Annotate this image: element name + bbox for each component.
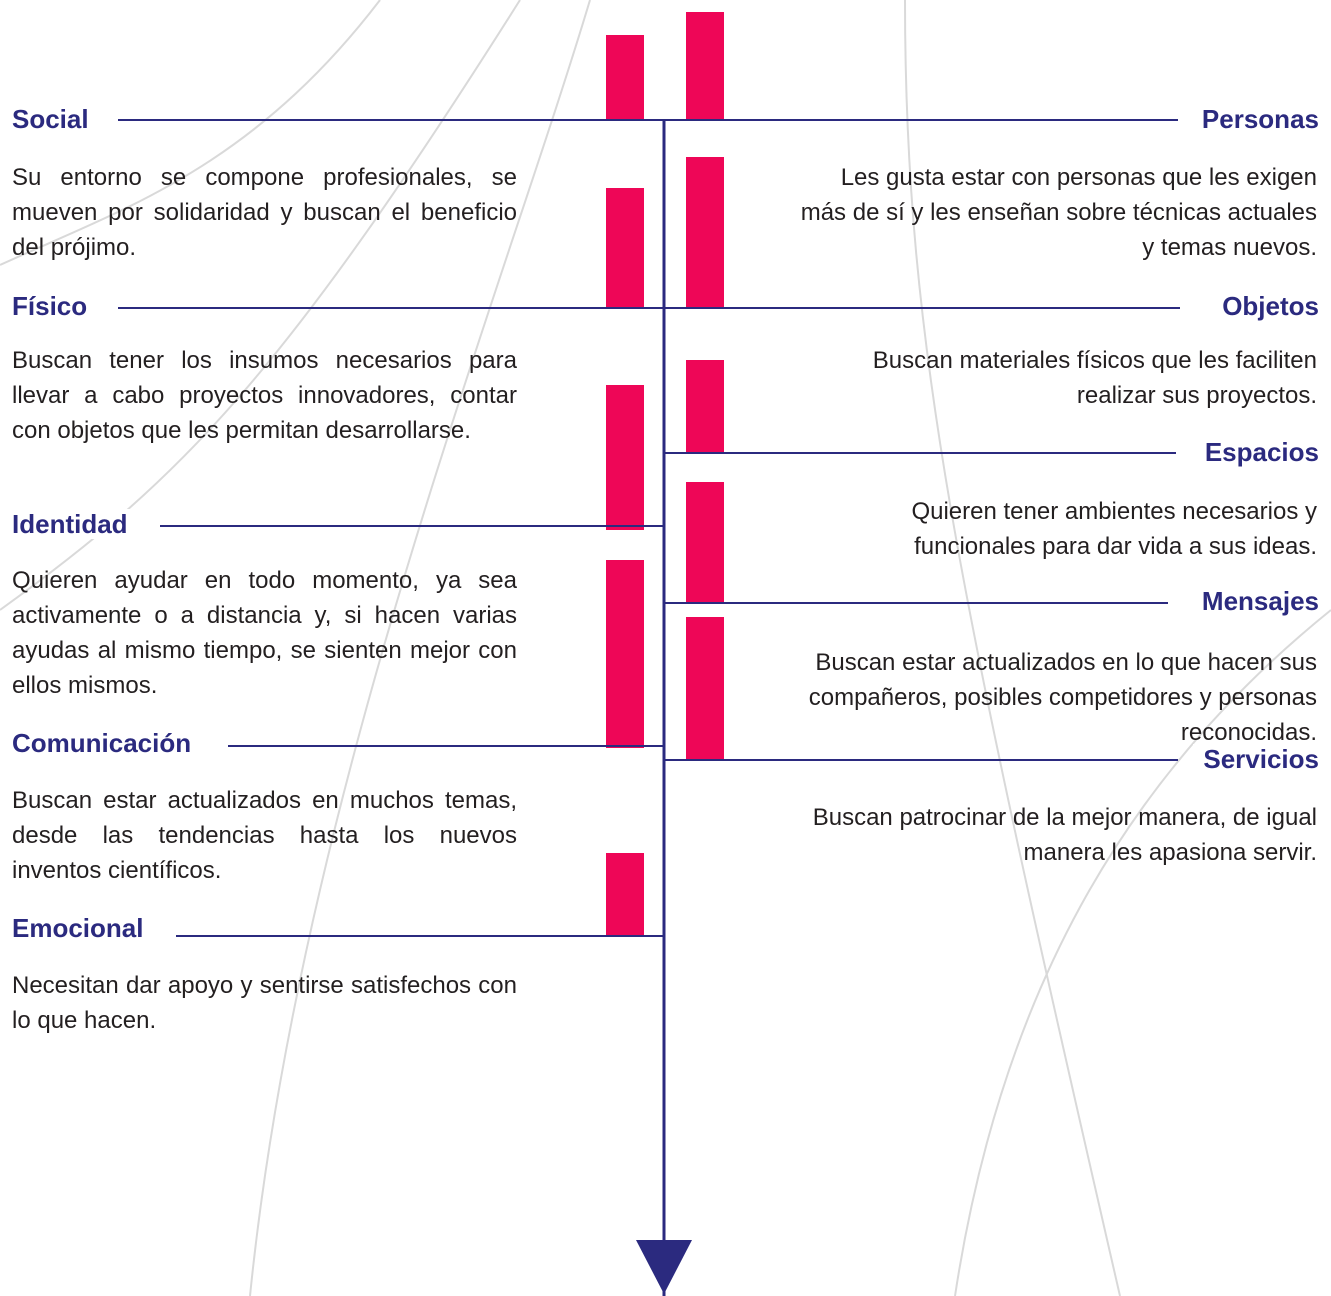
pink-bars <box>606 12 724 936</box>
heading-personas: Personas <box>1191 104 1319 134</box>
connector-lines <box>118 119 1180 937</box>
desc-mensajes: Buscan estar actualizados en lo que hace… <box>808 649 1317 746</box>
heading-servicios: Servicios <box>1193 744 1319 774</box>
desc-personas: Les gusta estar con personas que les exi… <box>800 164 1317 261</box>
desc-servicios: Buscan patrocinar de la mejor manera, de… <box>812 804 1317 866</box>
pink-bar <box>606 560 644 748</box>
desc-fisico: Buscan tener los insumos necesarios para… <box>12 347 517 444</box>
heading-emocional: Emocional <box>12 913 154 943</box>
heading-identidad: Identidad <box>12 509 138 539</box>
pink-bar <box>686 157 724 308</box>
desc-emocional: Necesitan dar apoyo y sentirse satisfech… <box>12 972 517 1034</box>
heading-comunicacion: Comunicación <box>12 728 202 758</box>
desc-identidad: Quieren ayudar en todo momento, ya sea a… <box>12 567 517 699</box>
desc-comunicacion: Buscan estar actualizados en muchos tema… <box>12 787 517 884</box>
background-arc <box>0 0 521 611</box>
pink-bar <box>606 35 644 120</box>
desc-objetos: Buscan materiales físicos que les facili… <box>872 347 1317 409</box>
heading-espacios: Espacios <box>1194 437 1319 467</box>
background-arc <box>249 0 591 1296</box>
heading-social: Social <box>12 104 99 134</box>
desc-social: Su entorno se compone profesionales, se … <box>12 164 517 261</box>
pink-bar <box>686 482 724 603</box>
background-arc <box>904 0 1121 1296</box>
pink-bar <box>686 617 724 760</box>
heading-objetos: Objetos <box>1212 291 1319 321</box>
pink-bar <box>686 12 724 120</box>
heading-mensajes: Mensajes <box>1191 586 1319 616</box>
background-arc <box>0 0 381 266</box>
heading-fisico: Físico <box>12 291 98 321</box>
pink-bar <box>606 188 644 308</box>
desc-espacios: Quieren tener ambientes necesarios y fun… <box>911 498 1317 560</box>
pink-bar <box>606 853 644 936</box>
timeline-arrowhead <box>636 1240 692 1294</box>
pink-bar <box>606 385 644 530</box>
pink-bar <box>686 360 724 453</box>
background-arc <box>954 609 1331 1296</box>
